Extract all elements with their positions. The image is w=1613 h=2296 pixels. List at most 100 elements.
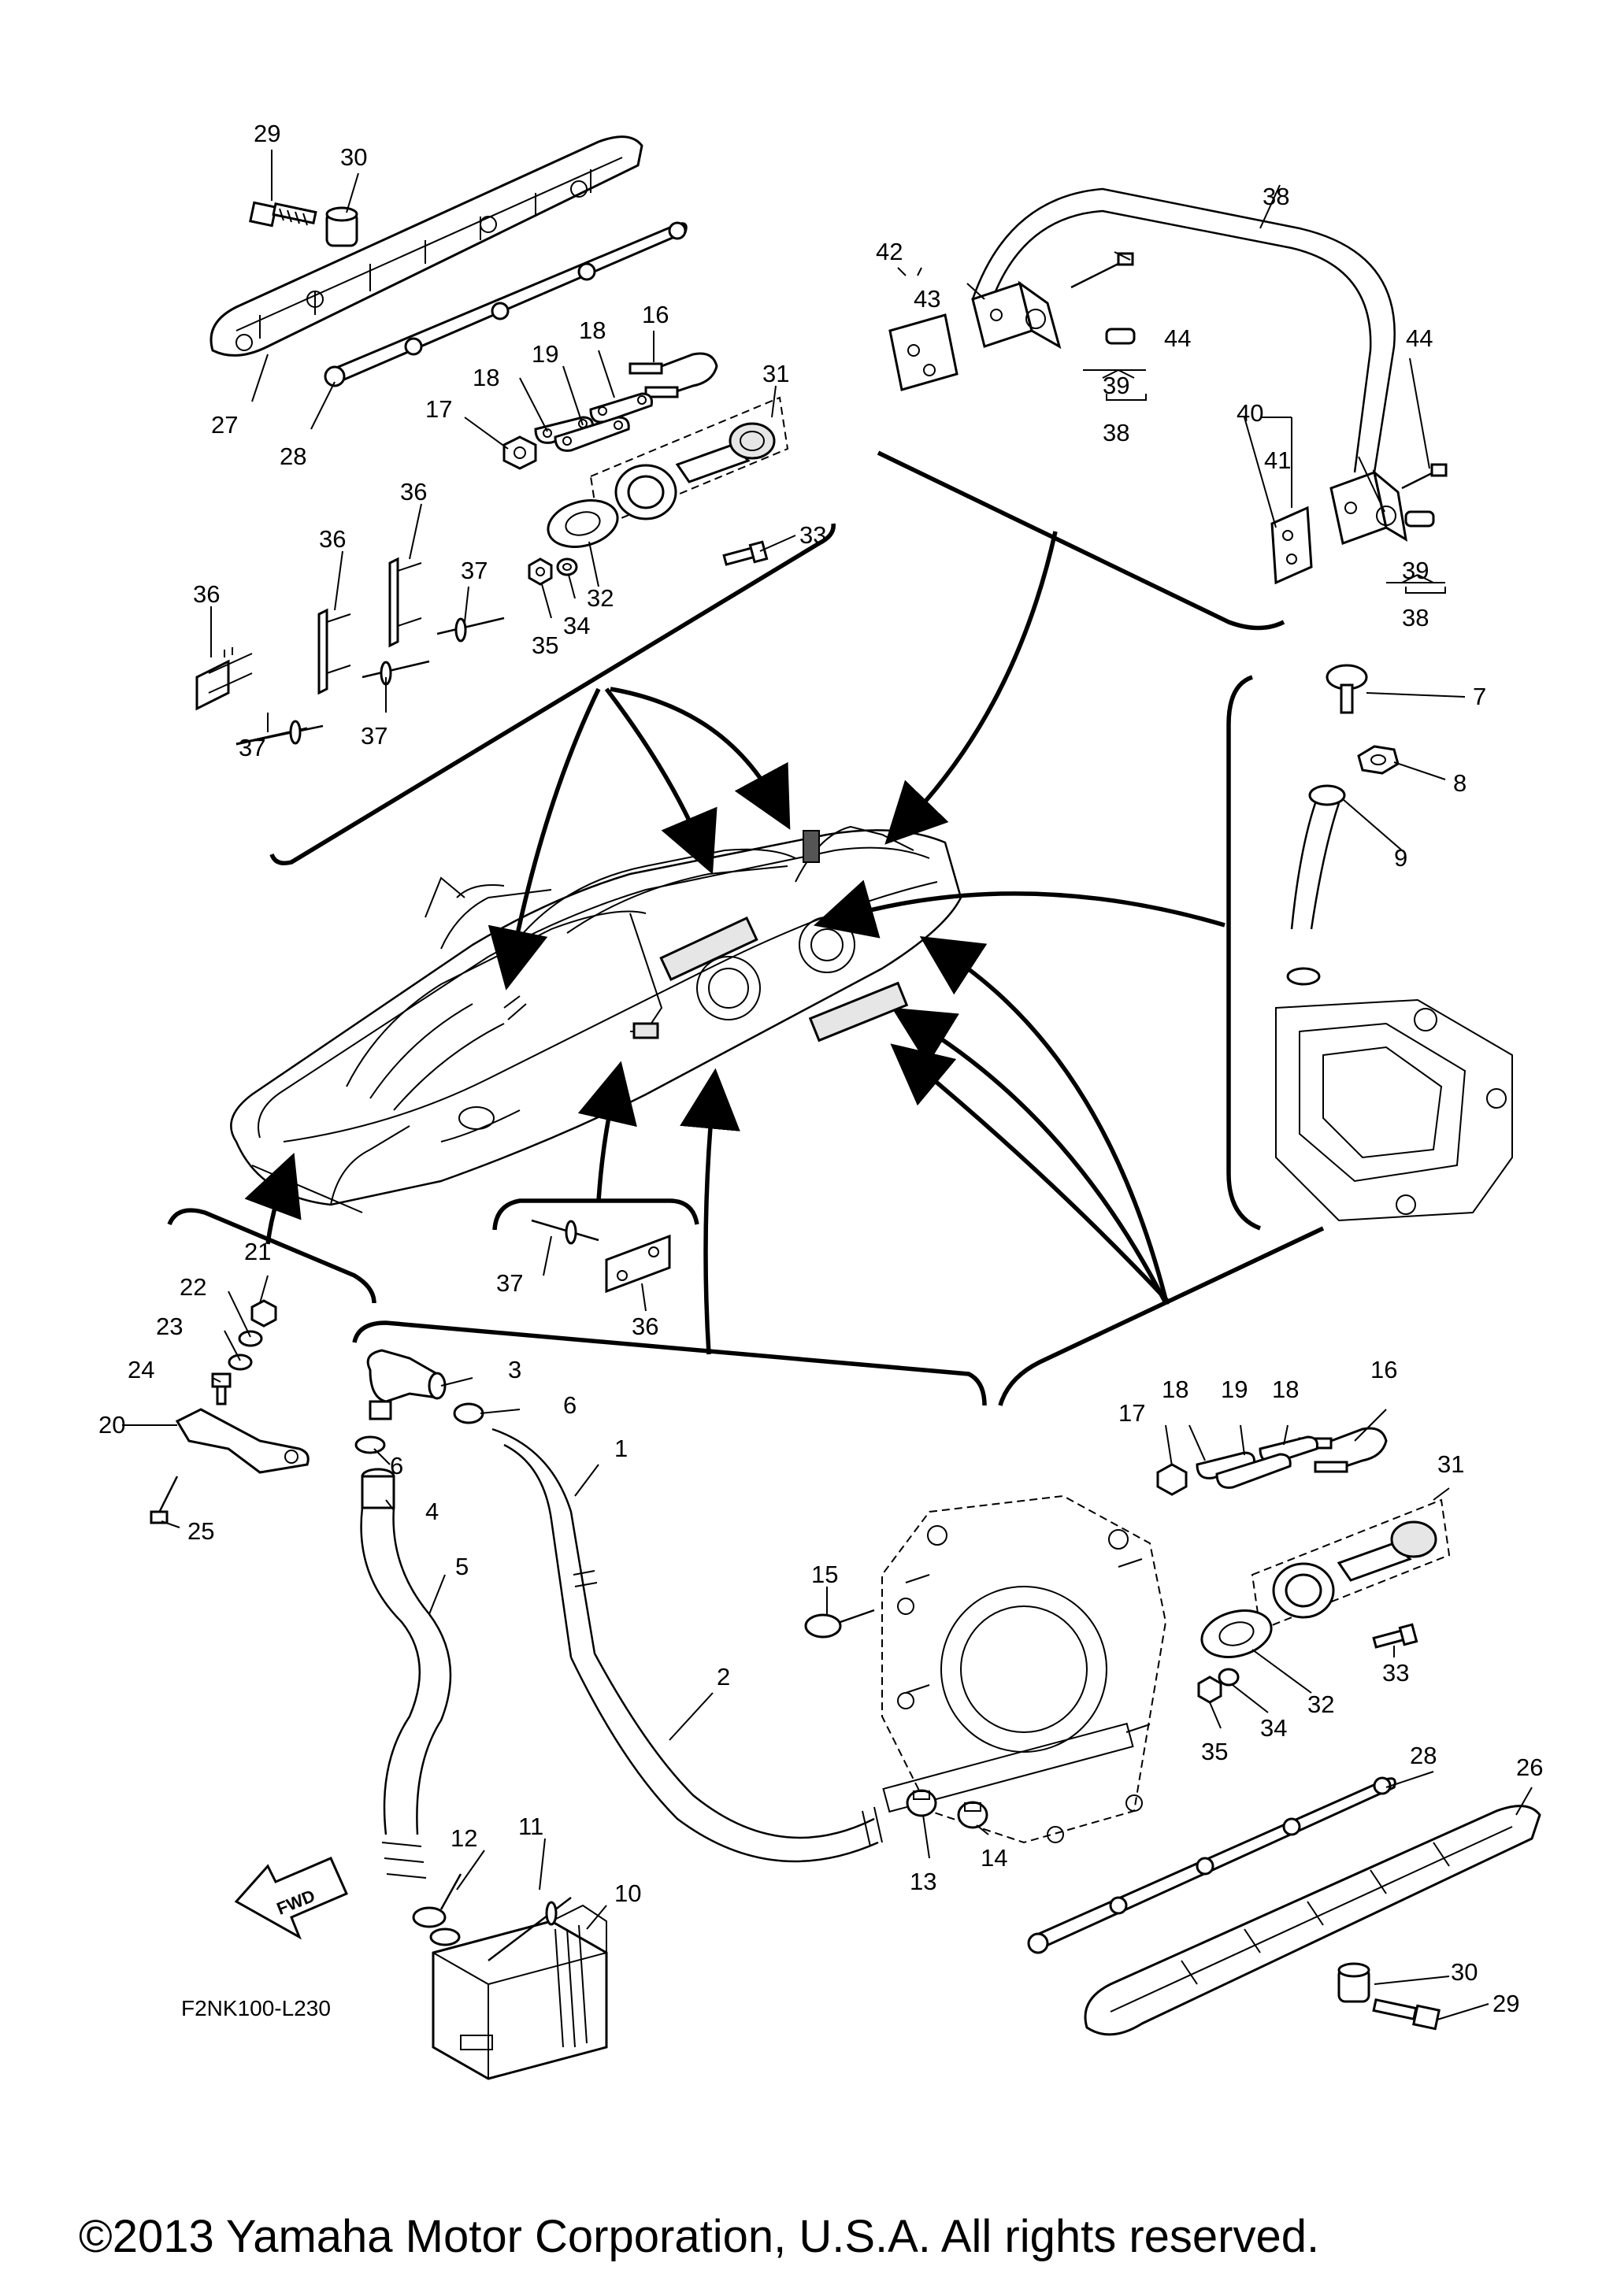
callout-15: 15 [811,1561,838,1588]
callout-4: 4 [425,1498,439,1525]
callout-43: 43 [914,285,940,313]
callout-6a: 6 [563,1391,577,1419]
part-22-washer [238,1330,263,1347]
part-35-nut-bottom [1197,1676,1222,1704]
part-12-hose-clamp [412,1873,462,1928]
part-16-ubolt-top [629,352,718,398]
part-19-plate-bottom [1215,1453,1292,1489]
part-33-screw-bottom [1372,1623,1418,1649]
part-37-rivet-c [436,617,505,643]
part-39-pin-right [1404,510,1435,528]
callout-14: 14 [981,1844,1007,1872]
part-10-water-box [429,1904,608,2080]
callout-8: 8 [1453,769,1467,797]
callout-36b: 36 [319,525,346,553]
diagram-code: F2NK100-L230 [181,1996,331,2020]
callout-17b: 17 [1118,1399,1145,1427]
callout-19a: 19 [532,340,558,368]
callout-7: 7 [1473,683,1486,710]
jet-pump-housing-right [1275,998,1513,1222]
callout-34a: 34 [563,612,590,639]
callout-33b: 33 [1382,1659,1409,1687]
part-27-intake-grate [210,135,643,357]
bracket-39-38 [1106,394,1446,594]
callout-18a: 18 [473,364,499,391]
part-44-screw-right [1401,463,1448,490]
part-34-washer-bottom [1218,1668,1240,1687]
leader-lines [122,150,1533,2020]
callout-28a: 28 [280,443,306,470]
fwd-arrow-icon: FWD [234,1857,348,1940]
part-17-nut-bottom [1156,1463,1188,1496]
callout-36c: 36 [400,478,427,505]
callout-30a: 30 [340,143,367,171]
part-28-rail-bottom [1027,1776,1396,1954]
part-37-rivet-b [362,660,430,686]
callout-33a: 33 [799,521,826,549]
part-41-bracket-right [1329,469,1408,545]
callout-27: 27 [211,411,238,439]
part-23-washer [228,1354,253,1371]
part-42-pad-left [888,313,959,391]
callout-31b: 31 [1437,1450,1464,1478]
callout-44a: 44 [1164,324,1191,352]
arrow-to-hull-3 [610,687,791,830]
part-9-hose-clamp-pipe [1286,784,1346,986]
part-1-hose [491,1428,598,1658]
callout-22: 22 [180,1273,206,1301]
callout-29b: 29 [1492,1990,1519,2017]
part-33-screw-top [722,540,769,566]
part-31-drain-plug-assembly-top [589,396,789,529]
part-32-gasket-bottom [1200,1609,1273,1658]
part-36-plate-a [195,647,253,711]
callout-34b: 34 [1260,1714,1287,1742]
callout-44b: 44 [1406,324,1433,352]
callout-28b: 28 [1410,1742,1437,1769]
part-43-bracket-left [971,280,1062,350]
callout-36d: 36 [632,1313,658,1340]
watercraft-hull [230,825,962,1213]
callout-32a: 32 [587,584,614,612]
part-2-hose [569,1653,883,1863]
callout-18b: 18 [579,317,606,344]
group-bracket-right [1226,675,1262,1231]
callout-26: 26 [1516,1753,1543,1781]
callout-37b: 37 [239,734,265,761]
callout-37a: 37 [461,557,488,584]
callout-19b: 19 [1221,1376,1248,1403]
part-18-plates-top [534,392,653,444]
part-29-bolt-bottom [1372,1998,1441,2031]
callout-37d: 37 [496,1269,523,1297]
part-13-hose-clamp [906,1789,937,1817]
callout-30b: 30 [1451,1958,1478,1986]
part-21-nut [250,1299,277,1328]
part-19-plate-top [554,416,630,452]
group-bracket-center-bottom [492,1198,699,1231]
group-bracket-top-left [269,523,836,865]
callout-36a: 36 [193,580,220,608]
callout-11: 11 [518,1813,543,1840]
callout-35b: 35 [1201,1738,1228,1765]
callout-1: 1 [614,1435,628,1462]
arrow-to-hull-9 [680,1068,740,1355]
arrow-to-hull-5 [813,880,1226,939]
part-29-bolt-top [249,201,317,228]
part-32-gasket-top [547,499,619,548]
callout-labels: 29 30 27 28 17 18 19 18 16 31 33 32 34 3… [98,120,1543,2020]
part-35-nut-top [528,557,553,586]
arrow-to-hull-10 [577,1061,637,1202]
callout-13: 13 [910,1868,936,1895]
callout-3: 3 [508,1356,521,1383]
part-6-clamp-a [453,1402,484,1424]
part-28-rail [324,221,688,387]
part-37-rivet-d [531,1219,599,1245]
part-38-handle-bar [971,187,1396,473]
part-30-collar-top [325,206,358,247]
arrow-to-hull-6 [919,936,1168,1300]
part-25-screw [150,1476,179,1524]
callout-5: 5 [455,1553,469,1580]
part-14-hose-clamp [957,1801,988,1829]
callout-9: 9 [1394,844,1407,872]
callout-12: 12 [451,1824,477,1852]
callout-38c: 38 [1402,604,1429,631]
